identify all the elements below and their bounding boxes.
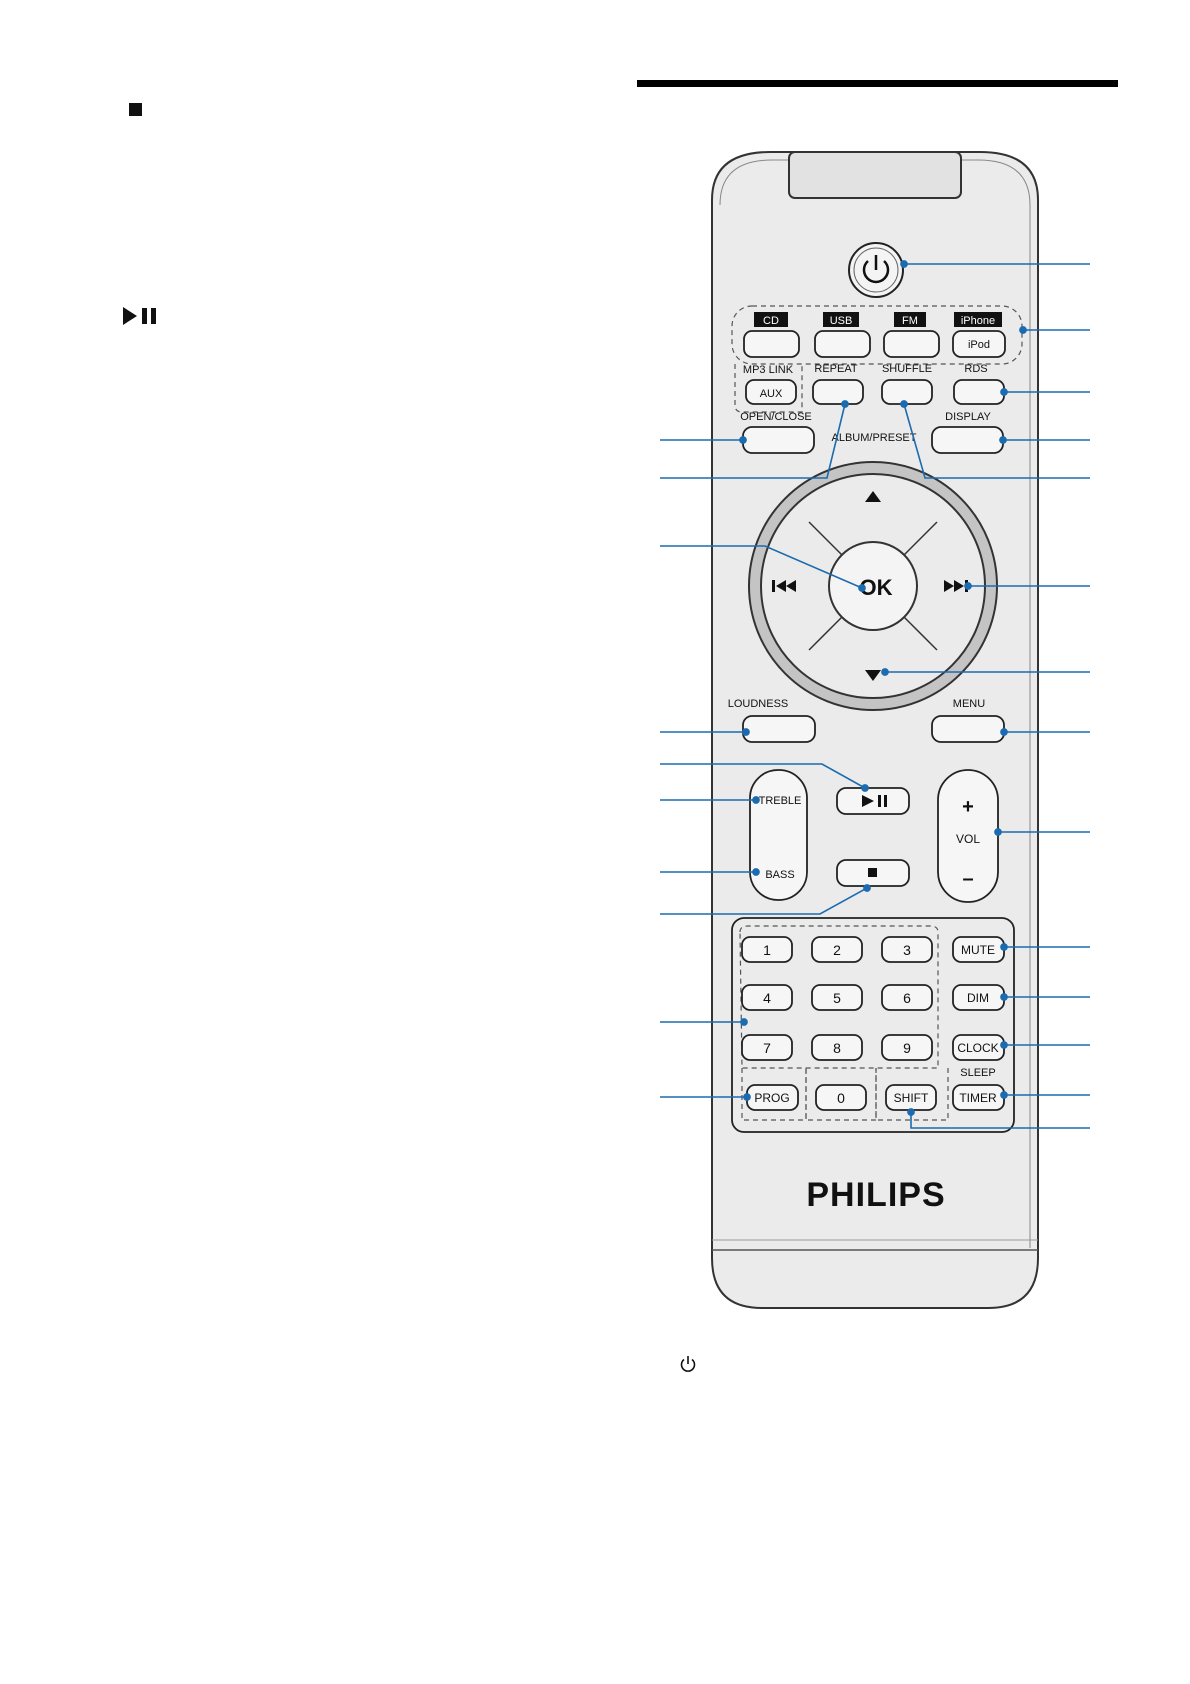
prog-label: PROG <box>754 1091 789 1105</box>
volume-rocker[interactable] <box>937 769 999 903</box>
menu-button[interactable] <box>931 715 1005 743</box>
vol-plus: + <box>962 796 974 818</box>
key-6-label: 6 <box>903 990 911 1006</box>
key-7[interactable] <box>741 1034 793 1061</box>
treble-bass-rocker[interactable] <box>749 769 808 901</box>
key-9-label: 9 <box>903 1040 911 1056</box>
aux-button[interactable] <box>745 379 797 405</box>
key-0[interactable] <box>815 1084 867 1111</box>
vol-minus: – <box>962 868 973 890</box>
shift-label: SHIFT <box>894 1091 929 1105</box>
key-8[interactable] <box>811 1034 863 1061</box>
key-9[interactable] <box>881 1034 933 1061</box>
tab-usb: USB <box>830 315 853 327</box>
key-4[interactable] <box>741 984 793 1011</box>
repeat-label: REPEAT <box>814 363 857 375</box>
key-8-label: 8 <box>833 1040 841 1056</box>
callout-lines <box>881 260 1090 1129</box>
key-1-label: 1 <box>763 942 771 958</box>
ok-button[interactable] <box>828 541 918 631</box>
key-5-label: 5 <box>833 990 841 1006</box>
source-group-outline <box>731 305 1023 365</box>
key-3-label: 3 <box>903 942 911 958</box>
section-rule <box>637 80 1118 87</box>
cd-button[interactable] <box>743 330 800 358</box>
rds-button[interactable] <box>953 379 1005 405</box>
previous-icon[interactable] <box>772 580 796 592</box>
key-3[interactable] <box>881 936 933 963</box>
mp3-link-label: MP3 LINK <box>743 364 794 376</box>
power-button[interactable] <box>848 242 904 298</box>
treble-label: TREBLE <box>759 795 802 807</box>
display-button[interactable] <box>931 426 1004 454</box>
play-pause-icon <box>123 307 156 325</box>
sleep-label: SLEEP <box>960 1067 995 1079</box>
loudness-label: LOUDNESS <box>728 698 789 710</box>
mute-label: MUTE <box>961 943 995 957</box>
loudness-button[interactable] <box>742 715 816 743</box>
stop-icon <box>129 103 142 116</box>
usb-button[interactable] <box>814 330 871 358</box>
mp3-link-outline <box>734 364 803 413</box>
fm-button[interactable] <box>883 330 940 358</box>
keypad: 1 2 3 4 5 6 7 8 9 <box>741 936 933 1061</box>
rds-label: RDS <box>964 363 987 375</box>
vol-label: VOL <box>956 832 980 846</box>
callout-lines-left <box>660 400 871 1101</box>
shuffle-button[interactable] <box>881 379 933 405</box>
dim-label: DIM <box>967 991 989 1005</box>
bass-label: BASS <box>765 869 794 881</box>
key-2-label: 2 <box>833 942 841 958</box>
down-arrow-icon[interactable] <box>865 670 881 681</box>
power-icon <box>680 1356 696 1372</box>
open-close-button[interactable] <box>742 426 815 454</box>
key-5[interactable] <box>811 984 863 1011</box>
album-preset-label: ALBUM/PRESET <box>832 432 917 444</box>
display-label: DISPLAY <box>945 411 991 423</box>
aux-label: AUX <box>760 388 783 400</box>
key-1[interactable] <box>741 936 793 963</box>
clock-label: CLOCK <box>957 1041 998 1055</box>
key-7-label: 7 <box>763 1040 771 1056</box>
keypad-panel <box>731 917 1015 1133</box>
ipod-button[interactable] <box>952 330 1006 358</box>
repeat-button[interactable] <box>812 379 864 405</box>
ok-label: OK <box>860 575 893 600</box>
brand-logo: PHILIPS <box>806 1176 945 1214</box>
timer-label: TIMER <box>959 1091 997 1105</box>
ipod-label: iPod <box>968 339 990 351</box>
open-close-label: OPEN/CLOSE <box>740 411 812 423</box>
key-0-label: 0 <box>837 1090 845 1106</box>
key-2[interactable] <box>811 936 863 963</box>
tab-cd: CD <box>763 315 779 327</box>
source-tabs: CD USB FM iPhone <box>754 312 1002 327</box>
key-4-label: 4 <box>763 990 771 1006</box>
key-6[interactable] <box>881 984 933 1011</box>
tab-fm: FM <box>902 315 918 327</box>
tab-iphone: iPhone <box>961 315 995 327</box>
menu-label: MENU <box>953 698 985 710</box>
up-arrow-icon[interactable] <box>865 491 881 502</box>
shuffle-label: SHUFFLE <box>882 363 932 375</box>
